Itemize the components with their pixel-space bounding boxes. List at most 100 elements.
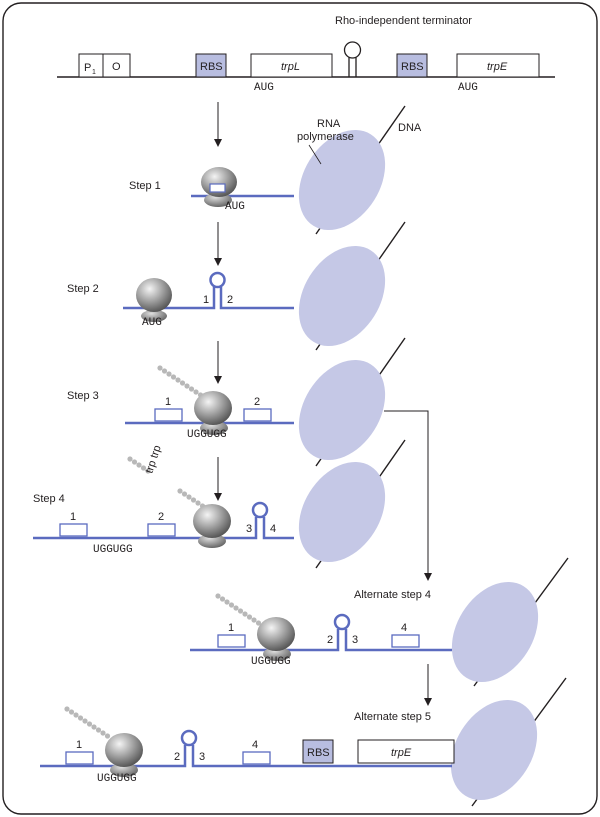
alt4-codon: UGGUGG [251,656,291,668]
step2-region1: 1 [203,294,209,306]
step3-peptide [157,365,204,398]
step4-region1-box [59,523,88,537]
step2-mrna-right [219,287,294,310]
dna-label: DNA [398,122,422,134]
alt5-ribosome-large [105,733,143,767]
step2-region2: 2 [227,294,233,306]
step3-ribosome-small [200,421,228,435]
alt4-region3: 3 [352,634,358,646]
step2: Step 2 1 2 AUG [67,221,406,351]
promoter-subscript: 1 [92,69,96,76]
step2-codon: AUG [142,317,162,329]
step4-mrna-left [33,517,258,540]
alt5-rbs-box [302,739,334,764]
terminator-loop [343,41,362,59]
step4-region3: 3 [246,523,252,535]
alt5-mrna-left [40,745,187,768]
alt5-codon: UGGUGG [97,773,137,785]
step3: Step 3 1 2 UGGUGG [67,337,406,467]
step4-hairpin-loop [251,501,269,519]
alt5-rbs-label: RBS [307,747,330,759]
alt4-mrna-left [190,629,340,652]
step1-codon: AUG [225,201,245,213]
alt4-region2: 2 [327,634,333,646]
trpE-start-codon: AUG [458,82,478,94]
alt4-ribosome-small [263,647,291,661]
step3-codon: UGGUGG [187,429,227,441]
step1: Step 1 DNA RNA polymerase AUG [129,105,422,235]
alt5-region3: 3 [199,751,205,763]
rna-polymerase-label-line2: polymerase [297,131,354,143]
step4-label: Step 4 [33,493,65,505]
step1-label: Step 1 [129,180,161,192]
alt5-region4: 4 [252,739,258,751]
step2-label: Step 2 [67,283,99,295]
alt5-region1-box [65,751,94,765]
step2-hairpin-loop [209,271,226,289]
alt5-hairpin-loop [180,729,198,747]
alt4-region1-box [217,634,246,648]
operator-box [102,53,131,78]
alt5-label: Alternate step 5 [354,711,431,723]
step2-rna-polymerase [298,245,386,347]
alt5-rna-polymerase [450,699,538,801]
step2-ribosome-large [136,278,172,312]
alt5-trpE-box [357,739,455,764]
alt5-mrna-right [191,745,452,768]
step3-region1-box [154,408,183,422]
alt5-region1: 1 [76,739,82,751]
alt4-hairpin-loop [333,613,351,631]
step4-ribosome-large [193,504,231,538]
step3-region2-box [243,408,272,422]
terminator-label: Rho-independent terminator [335,15,472,27]
rbs-label-2: RBS [401,61,424,73]
trpL-label: trpL [281,61,300,73]
operon-map: P 1 O RBS trpL AUG Rho-independent termi… [57,15,555,94]
alt4-mrna-right [344,629,452,652]
trpL-start-codon: AUG [254,82,274,94]
terminator-hairpin [348,57,357,77]
step4-region1: 1 [70,511,76,523]
alt4-peptide [215,593,262,626]
rbs-box-2 [396,53,428,78]
step4-peptide [127,456,206,509]
rna-polymerase-label-line1: RNA [317,118,341,130]
flow-arrows [214,102,432,706]
step3-ribosome-large [194,391,232,425]
alternate-step4: Alternate step 4 2 3 1 4 UGGUGG [190,557,569,687]
step4-ribosome-small [198,534,226,548]
step4-codon: UGGUGG [93,544,133,556]
alt4-label: Alternate step 4 [354,589,431,601]
trpL-box [250,53,333,78]
alt5-peptide [64,706,111,739]
step1-rna-polymerase [298,129,386,231]
alt4-region4-box [391,634,420,648]
step3-label: Step 3 [67,390,99,402]
rbs-box-1 [195,53,227,78]
step4-rna-polymerase [298,461,386,563]
alt4-region1: 1 [228,622,234,634]
arrow-to-alt4 [384,410,432,581]
trpE-box [456,53,540,78]
alternate-step5: Alternate step 5 2 3 1 4 RBS trpE UGGUGG [40,677,567,807]
alt5-trpE-label: trpE [391,747,412,759]
step4-region4: 4 [270,523,276,535]
promoter-label: P [84,62,91,74]
step3-rna-polymerase [298,359,386,461]
alt5-region2: 2 [174,751,180,763]
alt4-ribosome-large [257,617,295,651]
alt5-ribosome-small [110,763,138,777]
alt5-region4-box [242,751,271,765]
step3-region2: 2 [254,396,260,408]
step1-ribosome-small [204,193,232,207]
step4: Step 4 3 4 1 2 UGGUGG trp trp [33,439,406,569]
step3-region1: 1 [165,396,171,408]
alt4-rna-polymerase [451,581,539,683]
trpE-label: trpE [487,61,508,73]
step4-trp-label: trp trp [143,444,163,475]
step1-leader-box [209,183,226,193]
alt4-region4: 4 [401,622,407,634]
rna-polymerase-pointer [308,144,322,165]
